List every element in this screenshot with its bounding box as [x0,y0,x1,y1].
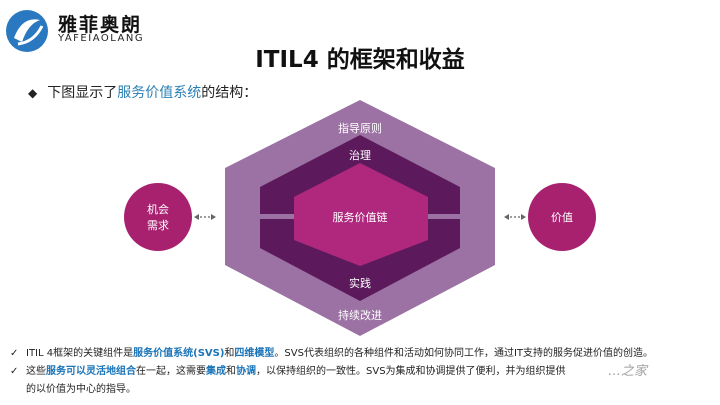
label-governance: 治理 [349,148,371,162]
label-value: 价值 [551,211,573,224]
arrow-right-icon [211,214,216,220]
check-icon: ✓ [10,348,19,359]
intro-highlight: 服务价值系统 [117,85,202,101]
output-circle [528,183,596,251]
check-icon: ✓ [10,366,19,377]
text: 这些 [26,366,46,377]
highlight: 协调 [236,366,256,377]
text: 在一起，这需要 [136,366,206,377]
input-circle [124,183,192,251]
intro-prefix: 下图显示了 [47,85,118,101]
bullet-continuation: 的以价值为中心的指导。 [26,384,136,395]
label-demand: 需求 [147,219,169,232]
highlight: 服务价值系统(SVS) [133,348,225,359]
arrow-left-icon [194,214,199,220]
text: 。SVS代表组织的各种组件和活动如何协同工作，通过IT支持的服务促进价值的创造。 [274,348,654,359]
bullet-item: ✓ ITIL 4框架的关键组件是服务价值系统(SVS)和四维模型。SVS代表组织的… [10,345,710,363]
text: ITIL 4框架的关键组件是 [26,348,134,359]
brand-name: 雅菲奥朗 [58,14,143,36]
brand-logo-icon [6,10,48,52]
arrow-right-icon [521,214,526,220]
text: ，以保持组织的一致性。SVS为集成和协调提供了便利，并为组织提供 [256,366,566,377]
page-title: ITIL4 的框架和收益 [255,47,465,73]
highlight: 集成 [206,366,226,377]
watermark: …之家 [608,364,648,379]
bullet-item: ✓ 这些服务可以灵活地组合在一起，这需要集成和协调，以保持组织的一致性。SVS为集… [10,363,710,381]
label-service-value-chain: 服务价值链 [333,210,388,224]
intro-suffix: 的结构： [201,85,258,101]
brand-name-en: YAFEIAOLANG [58,33,145,44]
arrow-left-icon [504,214,509,220]
diamond-bullet-icon: ◆ [28,86,38,100]
bullet-list: ✓ITIL 4框架的关键组件是服务价值系统(SVS)和四维模型。SVS代表组织的… [10,345,710,399]
highlight: 服务可以灵活地组合 [46,366,136,377]
label-practices: 实践 [349,276,371,290]
label-continual-improvement: 持续改进 [338,308,382,322]
text: 和 [224,348,235,359]
highlight: 四维模型 [234,348,275,359]
label-opportunity: 机会 [147,202,169,216]
core-hexagon [294,163,428,266]
text: 和 [226,366,236,377]
label-guiding-principles: 指导原则 [338,121,382,135]
intro-line: ◆ 下图显示了服务价值系统的结构： [28,82,257,102]
